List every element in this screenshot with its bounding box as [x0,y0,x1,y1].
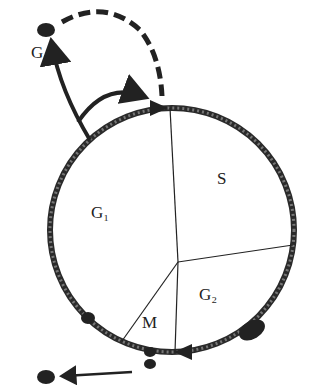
cell [235,315,268,345]
g0-exit-arrow [52,45,90,140]
phase-label: M [142,314,157,331]
cell [81,312,95,324]
g0-dashed-loop [62,12,162,96]
phase-label: G₀ [31,44,49,61]
dividing-cell [144,359,156,369]
g0-return-arrow [78,92,142,122]
ring-texture [50,108,294,352]
cell [37,23,55,37]
phase-label: G₁ [91,204,109,221]
daughter-arrow [64,372,132,376]
arrowhead [150,100,168,116]
cycle-ring [50,108,294,352]
cell [37,370,55,384]
sector-lines [122,108,293,352]
arrowhead [174,344,192,360]
phase-label: G₂ [199,286,217,303]
dividing-cell [144,347,156,357]
phase-label: S [217,170,226,187]
